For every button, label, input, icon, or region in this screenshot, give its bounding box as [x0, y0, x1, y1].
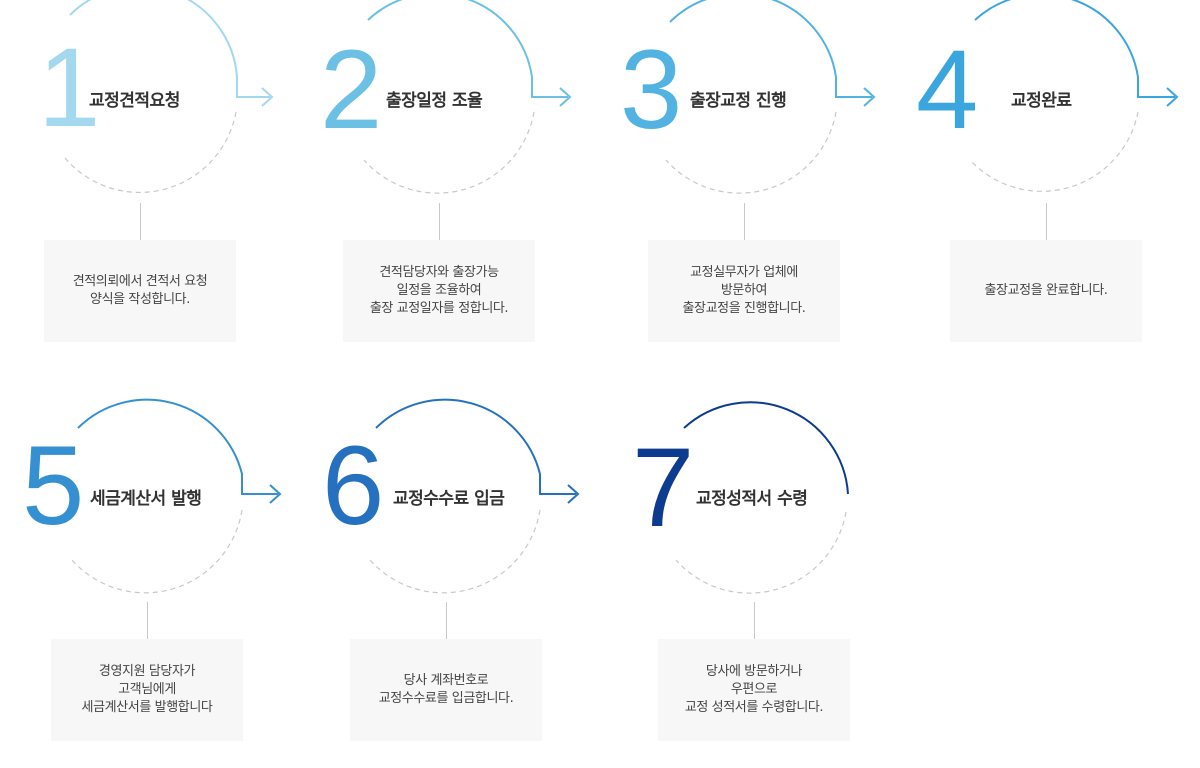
- step-6-desc-line: 교정수수료를 입금합니다.: [378, 691, 514, 706]
- step-2-desc-line: 출장 교정일자를 정합니다.: [369, 301, 509, 316]
- step-4-arc: [974, 0, 1175, 98]
- step-2-number: 2: [320, 27, 382, 152]
- step-4-title: 교정완료: [1011, 91, 1072, 111]
- step-6-number: 6: [322, 423, 384, 548]
- step-5-desc-line: 경영지원 담당자가: [98, 664, 196, 679]
- step-1: 1 교정견적요청 견적의뢰에서 견적서 요청 양식을 작성합니다.: [0, 0, 300, 370]
- step-3-arc: [669, 0, 872, 98]
- step-3-desc-line: 출장교정을 진행합니다.: [682, 301, 806, 316]
- step-2: 2 출장일정 조율 견적담당자와 출장가능 일정을 조율하여 출장 교정일자를 …: [300, 0, 600, 370]
- step-5-connector: [147, 602, 148, 640]
- step-2-ring: [363, 0, 572, 194]
- step-7: 7 교정성적서 수령 당사에 방문하거나 우편으로 교정 성적서를 수령합니다.: [600, 398, 900, 768]
- step-7-description: 당사에 방문하거나 우편으로 교정 성적서를 수령합니다.: [658, 639, 850, 741]
- step-3-arrow-icon: [863, 87, 876, 107]
- step-5-desc-line: 고객님에게: [118, 682, 176, 697]
- step-1-title: 교정견적요청: [89, 91, 180, 111]
- step-5-dashed-arc: [71, 509, 243, 594]
- step-3-dashed-arc: [665, 111, 837, 194]
- step-2-title: 출장일정 조율: [386, 91, 483, 111]
- step-7-desc-line: 교정 성적서를 수령합니다.: [684, 700, 824, 715]
- step-5-arc: [77, 398, 278, 495]
- step-3-desc-line: 교정실무자가 업체에: [690, 265, 798, 280]
- step-6-desc-line: 당사 계좌번호로: [403, 673, 489, 688]
- step-2-connector: [439, 203, 440, 241]
- step-7-arc: [683, 401, 849, 495]
- step-2-arc: [367, 0, 568, 98]
- step-6-dashed-arc: [369, 509, 541, 594]
- step-7-ring: [675, 401, 849, 594]
- step-5-ring: [71, 398, 282, 594]
- step-5-description: 경영지원 담당자가 고객님에게 세금계산서를 발행합니다: [51, 639, 243, 741]
- step-1-desc-line: 견적의뢰에서 견적서 요청: [72, 274, 208, 289]
- step-2-arrow-icon: [559, 87, 572, 107]
- step-1-arc: [69, 0, 270, 98]
- step-5: 5 세금계산서 발행 경영지원 담당자가 고객님에게 세금계산서를 발행합니다: [0, 398, 300, 768]
- step-4-arrow-icon: [1166, 87, 1179, 107]
- step-3-number: 3: [620, 27, 682, 152]
- step-1-ring: [64, 0, 274, 193]
- step-7-dashed-arc: [675, 511, 847, 594]
- step-3-title: 출장교정 진행: [690, 91, 787, 111]
- step-2-dashed-arc: [363, 111, 535, 194]
- step-2-description: 견적담당자와 출장가능 일정을 조율하여 출장 교정일자를 정합니다.: [343, 240, 535, 342]
- step-5-title: 세금계산서 발행: [90, 489, 202, 509]
- step-7-desc-line: 우편으로: [730, 682, 778, 697]
- step-7-title: 교정성적서 수령: [696, 489, 808, 509]
- step-4-dashed-arc: [969, 111, 1139, 192]
- step-4-connector: [1046, 203, 1047, 241]
- step-4-desc-line: 출장교정을 완료합니다.: [984, 283, 1108, 298]
- step-1-desc-line: 양식을 작성합니다.: [90, 292, 190, 307]
- step-5-number: 5: [22, 423, 84, 548]
- step-6-ring: [369, 398, 580, 594]
- step-2-desc-line: 일정을 조율하여: [396, 283, 482, 298]
- step-6-arc: [375, 398, 576, 495]
- step-6-connector: [446, 602, 447, 640]
- step-7-number: 7: [632, 425, 694, 550]
- step-1-description: 견적의뢰에서 견적서 요청 양식을 작성합니다.: [44, 240, 236, 342]
- step-1-connector: [140, 203, 141, 241]
- step-5-arrow-icon: [269, 484, 282, 504]
- step-3-description: 교정실무자가 업체에 방문하여 출장교정을 진행합니다.: [648, 240, 840, 342]
- step-3-connector: [744, 203, 745, 241]
- step-7-desc-line: 당사에 방문하거나: [705, 664, 803, 679]
- step-1-dashed-arc: [64, 111, 237, 193]
- step-3-desc-line: 방문하여: [720, 283, 768, 298]
- step-3: 3 출장교정 진행 교정실무자가 업체에 방문하여 출장교정을 진행합니다.: [600, 0, 900, 370]
- step-1-number: 1: [38, 25, 100, 150]
- step-2-desc-line: 견적담당자와 출장가능: [379, 265, 499, 280]
- step-6-description: 당사 계좌번호로 교정수수료를 입금합니다.: [350, 639, 542, 741]
- step-1-arrow-icon: [261, 87, 274, 107]
- step-4-description: 출장교정을 완료합니다.: [950, 240, 1142, 342]
- step-5-desc-line: 세금계산서를 발행합니다: [81, 700, 213, 715]
- step-6-arrow-icon: [567, 484, 580, 504]
- step-7-connector: [754, 602, 755, 640]
- step-4-number: 4: [916, 27, 978, 152]
- step-6: 6 교정수수료 입금 당사 계좌번호로 교정수수료를 입금합니다.: [300, 398, 600, 768]
- step-4-ring: [969, 0, 1179, 192]
- step-6-title: 교정수수료 입금: [393, 489, 505, 509]
- step-4: 4 교정완료 출장교정을 완료합니다.: [900, 0, 1200, 370]
- step-3-ring: [665, 0, 876, 194]
